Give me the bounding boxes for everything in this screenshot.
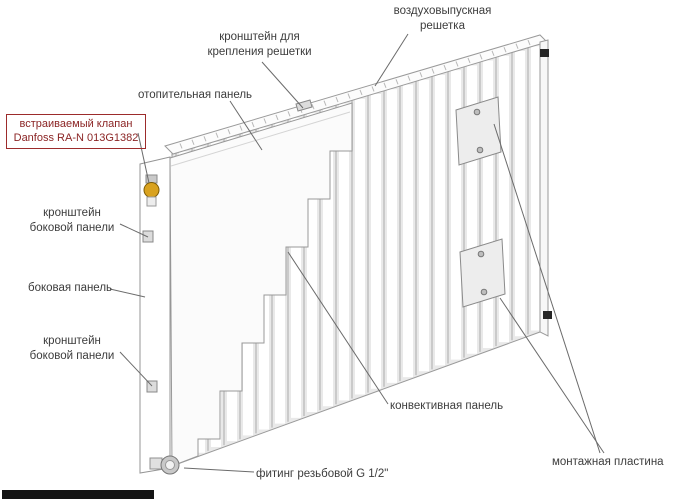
mounting-plate-bottom [459, 238, 506, 308]
side-panel-bracket-bottom [146, 380, 158, 393]
leader-valve [137, 132, 150, 184]
leader-side-panel [109, 288, 146, 298]
panel-top-edge-line [170, 111, 351, 167]
fitting-icon [149, 455, 180, 475]
leader-fitting [183, 467, 255, 473]
label-mounting-plate: монтажная пластина [552, 456, 664, 468]
leader-grille-bracket [261, 61, 304, 109]
watermark-bar [2, 490, 154, 499]
label-air-grille: воздуховыпускная решетка [393, 5, 492, 32]
label-convector-panel: конвективная панель [390, 400, 504, 412]
leader-heating-panel [229, 100, 263, 151]
leader-air-grille [374, 33, 409, 87]
right-edge [539, 39, 549, 337]
mounting-plate-top [455, 96, 502, 166]
leader-convector [287, 251, 389, 405]
leader-mounting-plate-1 [493, 123, 601, 454]
label-grille-bracket: кронштейн для крепления решетки [207, 31, 312, 58]
label-valve-line1: встраиваемый клапан [19, 118, 133, 130]
label-side-bracket-top: кронштейн боковой панели [29, 207, 115, 234]
leader-mounting-plate-2 [499, 297, 605, 454]
label-valve-line2: Danfoss RA-N 013G1382 [13, 132, 139, 145]
wall-hook-top [540, 49, 549, 57]
label-side-panel: боковая панель [28, 282, 113, 294]
leader-side-bracket-bot [119, 351, 153, 387]
wall-hook-bottom [543, 311, 552, 319]
label-side-bracket-bottom: кронштейн боковой панели [29, 335, 115, 362]
leader-lines [109, 33, 605, 473]
leader-side-bracket-top [119, 223, 149, 238]
label-fitting: фитинг резьбовой G 1/2" [256, 468, 389, 480]
front-heating-panel [169, 102, 353, 467]
label-heating-panel: отопительная панель [138, 89, 253, 101]
grille-bracket [295, 99, 313, 112]
valve-icon [143, 174, 160, 207]
label-valve-box: встраиваемый клапан Danfoss RA-N 013G138… [6, 114, 146, 149]
